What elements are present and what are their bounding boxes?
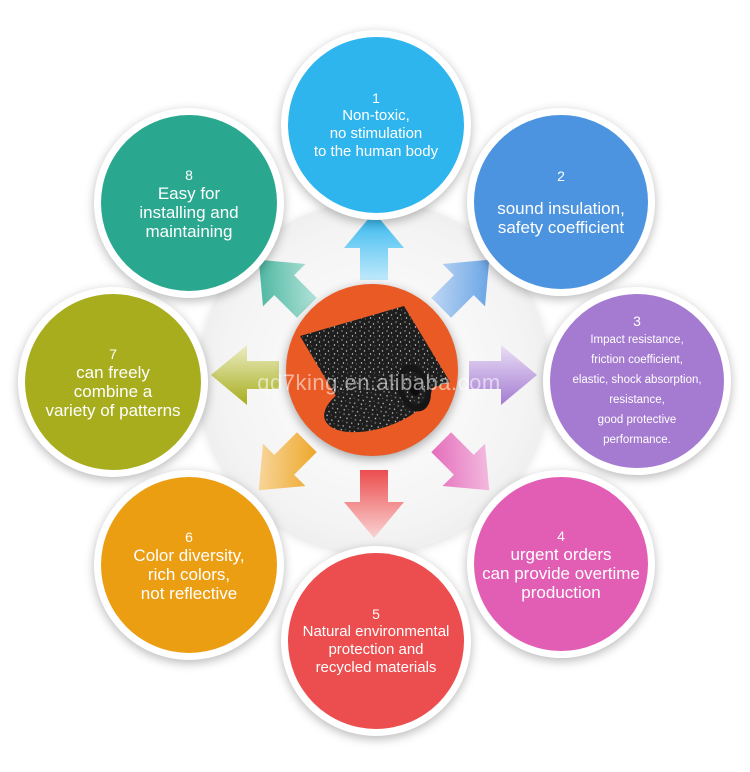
feature-circle-8: 8 Easy for installing and maintaining <box>94 108 284 298</box>
feature-circle-2-fill: 2 sound insulation, safety coefficient <box>474 115 648 289</box>
feature-number: 7 <box>109 345 117 362</box>
feature-text: Natural environmental protection and rec… <box>302 623 450 676</box>
feature-number: 3 <box>633 313 641 329</box>
feature-number: 8 <box>185 166 193 183</box>
feature-circle-1-fill: 1 Non-toxic, no stimulation to the human… <box>288 37 464 213</box>
feature-circle-7: 7 can freely combine a variety of patter… <box>18 287 208 477</box>
feature-number: 2 <box>557 168 565 184</box>
arrow-down-left <box>258 432 317 491</box>
feature-text: Impact resistance, friction coefficient,… <box>572 334 702 446</box>
feature-number: 6 <box>185 528 193 545</box>
feature-text: Color diversity, rich colors, not reflec… <box>133 545 245 603</box>
feature-number: 4 <box>557 527 565 544</box>
arrow-up-left <box>258 259 317 318</box>
arrow-right <box>469 345 537 405</box>
feature-text: Easy for installing and maintaining <box>139 183 239 241</box>
feature-text: sound insulation, safety coefficient <box>497 199 625 237</box>
feature-text: can freely combine a variety of patterns <box>45 362 181 420</box>
feature-circle-7-fill: 7 can freely combine a variety of patter… <box>25 294 201 470</box>
arrow-left <box>211 345 279 405</box>
feature-text: urgent orders can provide overtime produ… <box>482 544 640 602</box>
feature-circle-5: 5 Natural environmental protection and r… <box>281 546 471 736</box>
feature-text: Non-toxic, no stimulation to the human b… <box>313 107 439 160</box>
feature-circle-6-fill: 6 Color diversity, rich colors, not refl… <box>101 477 277 653</box>
arrow-up <box>344 212 404 280</box>
feature-circle-1: 1 Non-toxic, no stimulation to the human… <box>281 30 471 220</box>
feature-circle-6: 6 Color diversity, rich colors, not refl… <box>94 470 284 660</box>
watermark: qd7king.en.alibaba.com <box>257 370 501 395</box>
arrow-down <box>344 470 404 538</box>
feature-circle-4-fill: 4 urgent orders can provide overtime pro… <box>474 477 648 651</box>
feature-circle-3: 3 Impact resistance, friction coefficien… <box>543 287 731 475</box>
arrow-down-right <box>431 432 490 491</box>
product-disc <box>286 284 458 456</box>
feature-circle-2: 2 sound insulation, safety coefficient <box>467 108 655 296</box>
feature-circle-5-fill: 5 Natural environmental protection and r… <box>288 553 464 729</box>
feature-number: 5 <box>372 606 380 622</box>
feature-number: 1 <box>372 90 380 106</box>
rubber-roll-image <box>300 306 450 433</box>
feature-circle-3-fill: 3 Impact resistance, friction coefficien… <box>550 294 724 468</box>
arrow-up-right <box>431 259 490 318</box>
feature-circle-4: 4 urgent orders can provide overtime pro… <box>467 470 655 658</box>
feature-circle-8-fill: 8 Easy for installing and maintaining <box>101 115 277 291</box>
